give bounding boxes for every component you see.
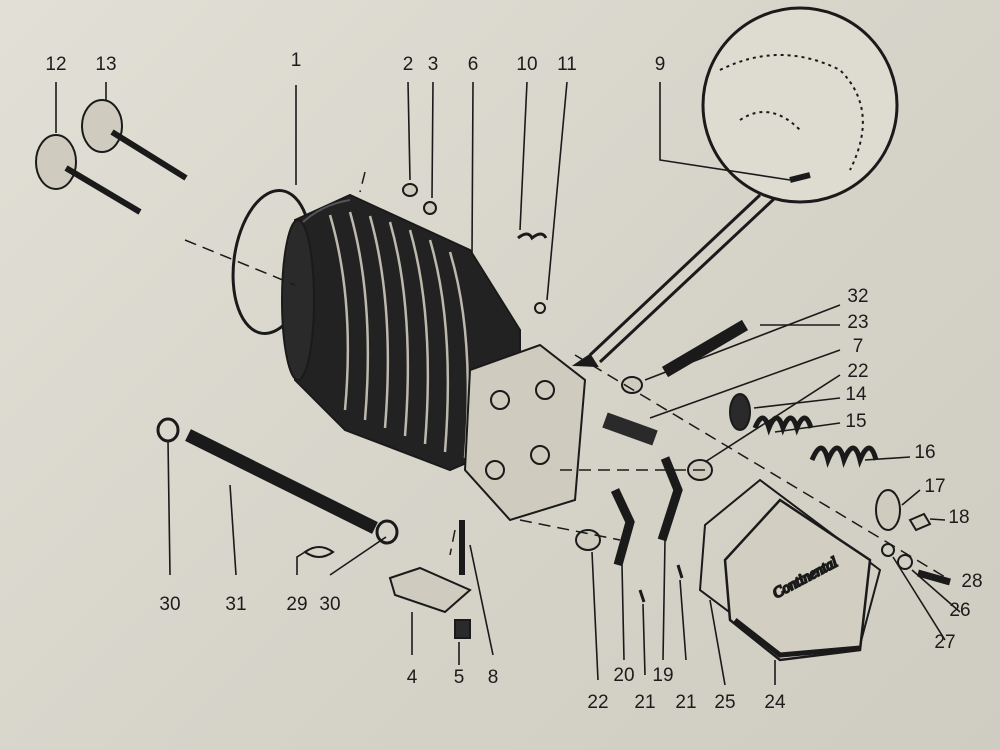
rocker-cover-24: Continental (723, 498, 872, 662)
callout-22-upper: 22 (847, 361, 869, 382)
callout-16: 16 (914, 442, 936, 463)
callout-32: 32 (847, 286, 869, 307)
callout-30-right: 30 (319, 594, 341, 615)
callout-3: 3 (427, 54, 439, 75)
clip-29 (303, 546, 335, 558)
callout-22-lower: 22 (587, 692, 609, 713)
cylinder-head-flange (463, 343, 587, 522)
callout-23: 23 (847, 312, 869, 333)
assembly-lines (184, 171, 951, 581)
sleeve-32 (621, 376, 643, 394)
valve-12 (35, 134, 142, 215)
callout-24: 24 (764, 692, 786, 713)
adjusting-screw-21-left (638, 589, 646, 603)
callout-21-left: 21 (634, 692, 656, 713)
callout-13: 13 (95, 54, 117, 75)
callout-2: 2 (402, 54, 414, 75)
callout-27: 27 (934, 632, 956, 653)
washer-26 (897, 554, 913, 570)
cylinder-barrel-6 (281, 193, 521, 472)
bushing-7 (602, 412, 658, 446)
callout-21-right: 21 (675, 692, 697, 713)
callout-10: 10 (516, 54, 538, 75)
push-rod-tube-23 (661, 319, 749, 378)
valve-13 (81, 99, 188, 181)
callout-8: 8 (487, 667, 499, 688)
callout-14: 14 (845, 384, 867, 405)
nut-5 (454, 619, 471, 639)
callout-7: 7 (852, 336, 864, 357)
callout-18: 18 (948, 507, 970, 528)
rocker-arm-20 (610, 488, 635, 567)
callout-28: 28 (961, 571, 983, 592)
callout-19: 19 (652, 665, 674, 686)
callout-20: 20 (613, 665, 635, 686)
nut-2 (402, 183, 418, 197)
exhaust-flange-4 (388, 566, 472, 614)
callout-15: 15 (845, 411, 867, 432)
callout-4: 4 (406, 667, 418, 688)
push-rod-housing-31 (156, 417, 399, 545)
callout-30-left: 30 (159, 594, 181, 615)
spring-10 (517, 232, 548, 241)
callout-12: 12 (45, 54, 67, 75)
callout-9: 9 (654, 54, 666, 75)
callout-26: 26 (949, 600, 971, 621)
valve-spring-set (729, 393, 932, 532)
callout-25: 25 (714, 692, 736, 713)
callout-5: 5 (453, 667, 465, 688)
plug-11 (534, 302, 546, 314)
callout-6: 6 (467, 54, 479, 75)
nut-3 (423, 201, 437, 215)
washer-27 (881, 543, 895, 557)
callout-31: 31 (225, 594, 247, 615)
callout-1: 1 (290, 50, 302, 71)
bolt-28 (917, 569, 951, 586)
rocker-bushing-22-lower (575, 529, 601, 551)
callout-leaders (55, 81, 961, 686)
callout-17: 17 (924, 476, 946, 497)
callout-29: 29 (286, 594, 308, 615)
adjusting-screw-21-right (676, 564, 684, 579)
callout-11: 11 (557, 54, 577, 75)
rocker-arm-19 (657, 456, 683, 542)
